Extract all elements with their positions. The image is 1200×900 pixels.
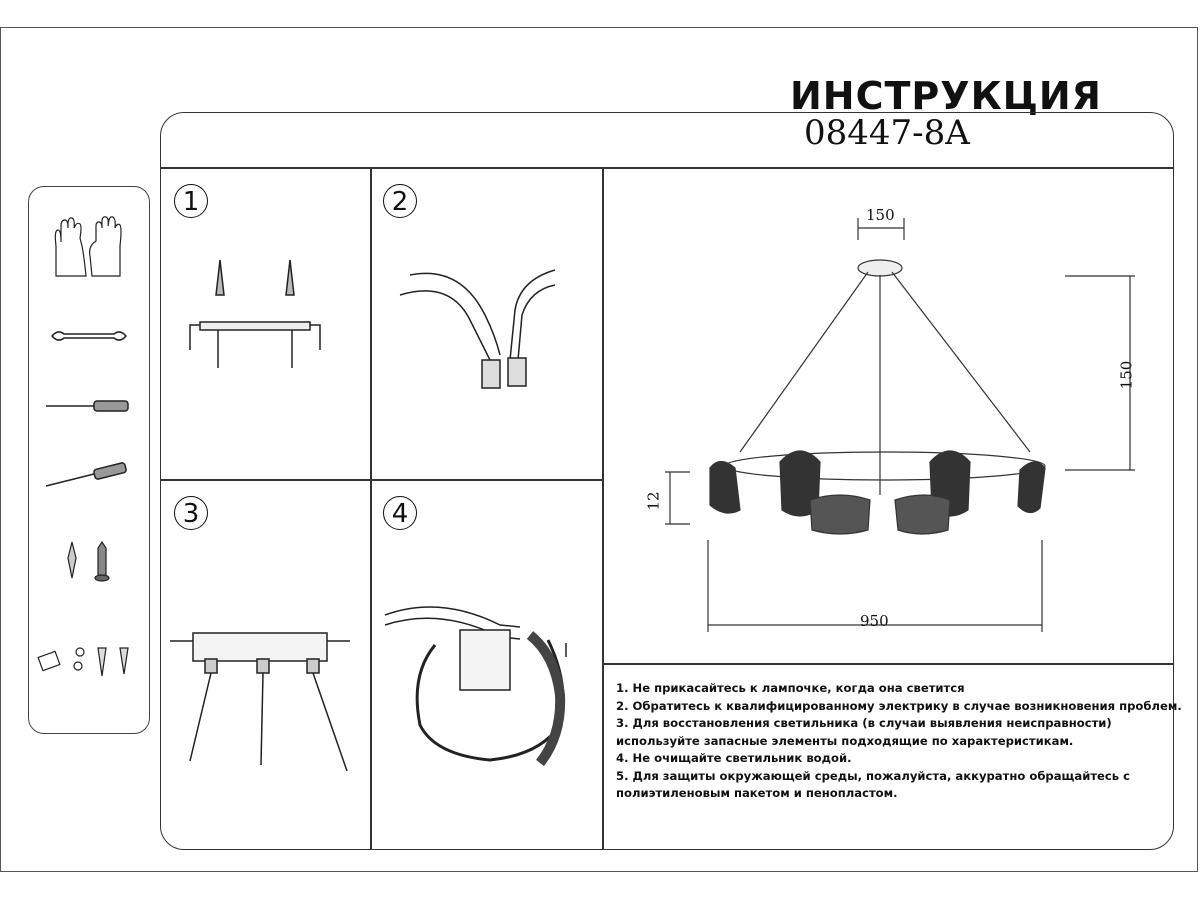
dimension-body-height: 12 — [644, 491, 663, 511]
note-line: 1. Не прикасайтесь к лампочке, когда она… — [616, 681, 965, 695]
screwdriver-phillips-icon — [45, 462, 127, 487]
step-number-2: 2 — [383, 184, 417, 218]
note-line: полиэтиленовым пакетом и пенопластом. — [616, 786, 898, 800]
header-divider — [161, 167, 1173, 169]
dimension-drop-height: 150 — [1117, 360, 1136, 390]
note-line: 5. Для защиты окружающей среды, пожалуйс… — [616, 768, 1131, 783]
tools-panel — [28, 186, 150, 734]
notes-divider — [603, 663, 1173, 665]
dimension-canopy-width: 150 — [866, 206, 895, 224]
step2-wiring-illustration — [399, 269, 556, 389]
model-number: 08447-8A — [804, 113, 970, 153]
dimension-diameter: 950 — [860, 612, 889, 630]
small-parts-icon — [37, 647, 129, 677]
safety-notes: 1. Не прикасайтесь к лампочке, когда она… — [616, 680, 1182, 803]
note-line: используйте запасные элементы подходящие… — [616, 733, 1074, 748]
gloves-icon — [54, 216, 122, 277]
step-number-1: 1 — [174, 184, 208, 218]
step3-mounting-illustration — [170, 632, 350, 772]
step-number-4: 4 — [383, 496, 417, 530]
wrench-icon — [51, 331, 127, 341]
column-divider-1 — [370, 167, 372, 849]
step4-shade-illustration — [384, 606, 567, 767]
row-divider — [161, 479, 602, 481]
note-line: 3. Для восстановления светильника (в слу… — [616, 716, 1112, 730]
page-title: ИНСТРУКЦИЯ — [790, 74, 1102, 118]
note-line: 2. Обратитесь к квалифицированному элект… — [616, 698, 1182, 713]
step1-bracket-illustration — [189, 259, 321, 368]
anchor-screw-icon — [67, 540, 110, 582]
note-line: 4. Не очищайте светильник водой. — [616, 751, 852, 765]
screwdriver-flat-icon — [46, 400, 129, 412]
step-number-3: 3 — [174, 496, 208, 530]
column-divider-2 — [602, 167, 604, 849]
instruction-panel — [160, 112, 1174, 850]
page-frame — [0, 27, 1198, 872]
chandelier-dimension-drawing — [665, 218, 1135, 632]
tools-illustrations — [37, 216, 129, 677]
